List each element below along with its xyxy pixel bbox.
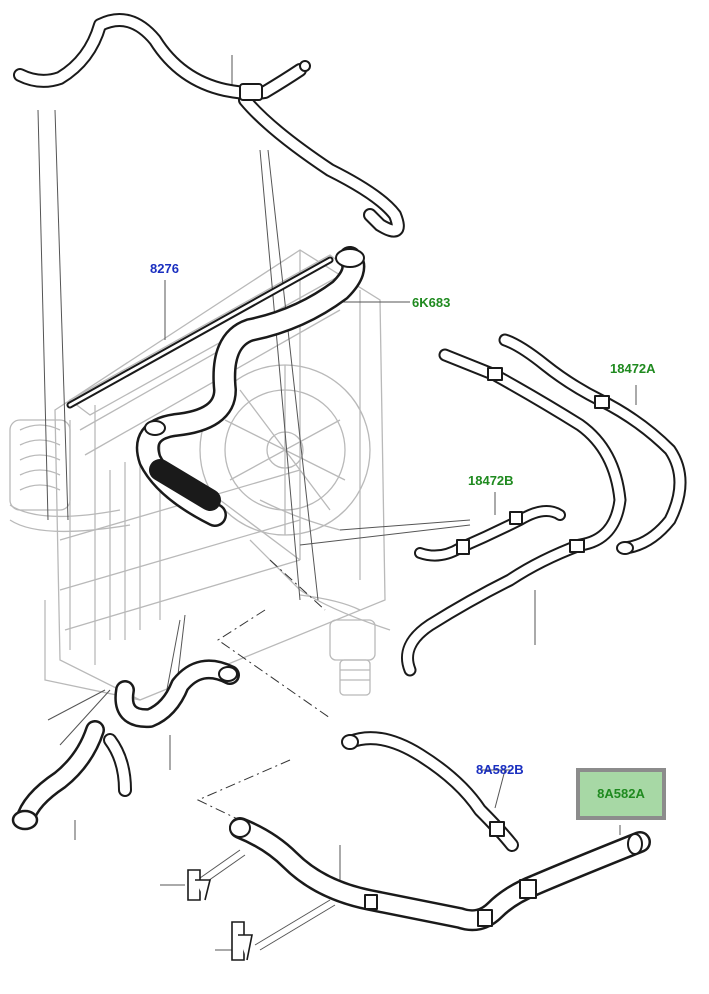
callout-18472a: 18472A <box>610 361 656 376</box>
heater-hose-18472a <box>401 333 687 677</box>
lower-left-hoses <box>11 659 240 831</box>
callout-8a582a: 8A582A <box>597 786 645 801</box>
mounting-clips <box>187 869 253 961</box>
lower-hose-8a582a <box>229 817 651 932</box>
dash-dot-guides <box>196 559 331 826</box>
callout-8276: 8276 <box>150 261 179 276</box>
upper-radiator-hose <box>66 246 366 527</box>
top-overflow-hose <box>13 13 405 238</box>
heater-hose-18472b <box>414 505 566 562</box>
callout-6k683: 6K683 <box>412 295 451 310</box>
callout-8a582a-highlight: 8A582A <box>576 768 666 820</box>
leader-lines <box>37 55 637 951</box>
callout-8a582b: 8A582B <box>476 762 524 777</box>
callout-18472b: 18472B <box>468 473 514 488</box>
lower-hose-8a582b <box>341 731 519 852</box>
